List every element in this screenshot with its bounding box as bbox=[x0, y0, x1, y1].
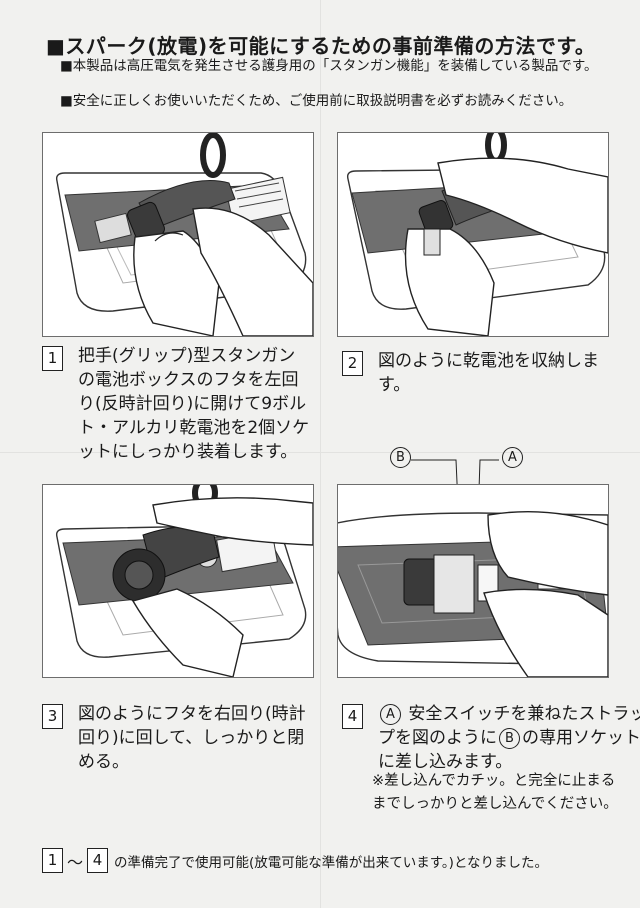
illustration-step-3 bbox=[42, 484, 314, 678]
fold-line-vertical bbox=[320, 0, 321, 908]
step-2-text: 図のように乾電池を収納します。 bbox=[378, 351, 599, 395]
callout-a: A bbox=[500, 447, 525, 468]
step-4-circle-a: A bbox=[380, 704, 401, 725]
step-number-1: 1 bbox=[42, 346, 63, 371]
callout-b: B bbox=[388, 447, 413, 468]
illustration-step-4-drawing bbox=[338, 510, 608, 677]
step-3-text: 図のようにフタを右回り(時計回り)に回して、しっかりと閉める。 bbox=[78, 704, 306, 772]
completion-footer: 1～4 の準備完了で使用可能(放電可能な準備が出来ています。)となりました。 bbox=[42, 848, 622, 873]
step-4-text-part-2: の専用ソケットに差し込みます。 bbox=[378, 728, 640, 772]
note-product: ■本製品は高圧電気を発生させる護身用の「スタンガン機能」を装備している製品です。 bbox=[60, 58, 598, 74]
footer-step-from: 1 bbox=[42, 848, 63, 873]
step-number-4: 4 bbox=[342, 704, 363, 729]
callout-b-circle: B bbox=[390, 447, 411, 468]
illustration-step-1 bbox=[42, 132, 314, 337]
illustration-step-2-drawing bbox=[346, 133, 608, 336]
callout-a-circle: A bbox=[502, 447, 523, 468]
illustration-step-1-drawing bbox=[55, 133, 313, 336]
illustration-step-2 bbox=[337, 132, 609, 337]
illustration-step-3-drawing bbox=[55, 485, 313, 677]
step-number-3: 3 bbox=[42, 704, 63, 729]
illustration-step-4 bbox=[337, 484, 609, 678]
step-1-text: 把手(グリップ)型スタンガンの電池ボックスのフタを左回り(反時計回り)に開けて9… bbox=[78, 346, 310, 462]
insertion-warning: ※差し込んでカチッ。と完全に止まるまでしっかりと差し込んでください。 bbox=[372, 773, 618, 812]
footer-step-to: 4 bbox=[87, 848, 109, 873]
footer-tilde: ～ bbox=[67, 852, 84, 872]
step-4-text-part-1: 安全スイッチを兼ねたストラップを図のように bbox=[378, 704, 640, 748]
fold-line-horizontal bbox=[0, 452, 640, 453]
step-4-circle-b: B bbox=[499, 728, 520, 749]
note-safety: ■安全に正しくお使いいただくため、ご使用前に取扱説明書を必ずお読みください。 bbox=[60, 93, 573, 109]
footer-text: の準備完了で使用可能(放電可能な準備が出来ています。)となりました。 bbox=[114, 854, 549, 871]
page-title: ■スパーク(放電)を可能にするための事前準備の方法です。 bbox=[46, 34, 596, 58]
step-number-2: 2 bbox=[342, 351, 363, 376]
